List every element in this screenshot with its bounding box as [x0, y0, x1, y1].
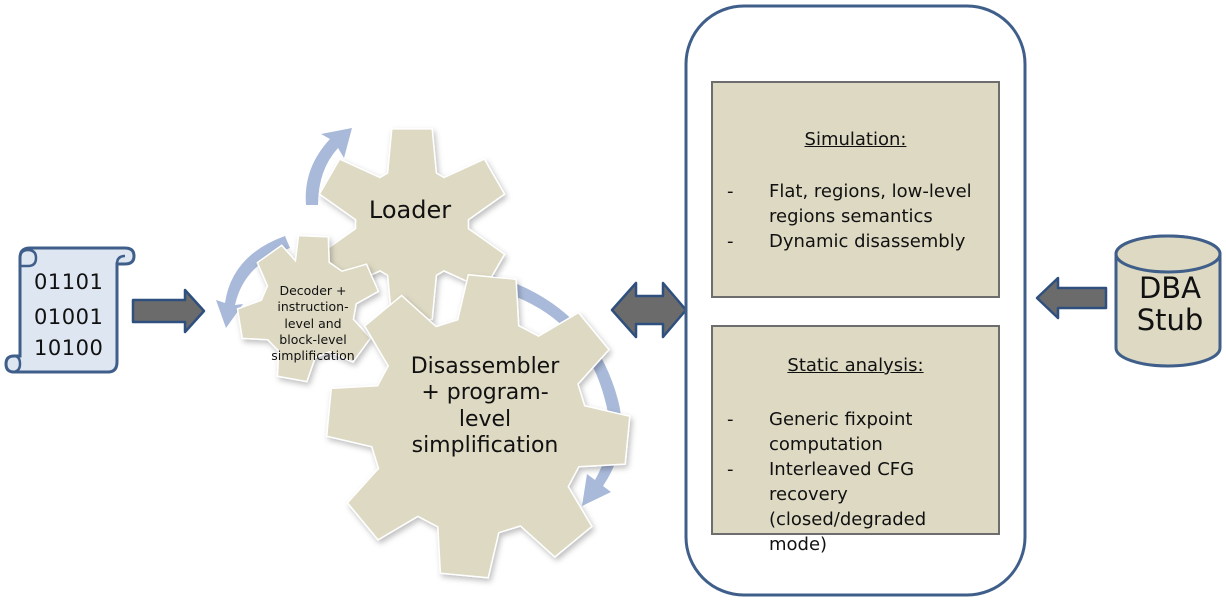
loader-label: Loader: [368, 196, 452, 224]
decoder-label-line: Decoder +: [279, 283, 347, 298]
binary-scroll-icon: [4, 246, 136, 374]
static-analysis-title: Static analysis:: [787, 355, 924, 376]
decoder-label-line: level and: [284, 315, 342, 331]
disassembler-label-line: simplification: [411, 433, 559, 459]
disassembler-label: Disassembler + program- level simplifica…: [380, 354, 590, 460]
simulation-item-text: Flat, regions, low-level regions semanti…: [769, 181, 972, 227]
binary-line-2: 01001: [34, 305, 104, 329]
cycle-arrow-left: [216, 236, 290, 328]
simulation-list: - Flat, regions, low-level regions seman…: [713, 179, 998, 254]
bullet-dash: -: [727, 231, 734, 252]
dba-stub-line: Stub: [1136, 303, 1204, 338]
decoder-label: Decoder + instruction- level and block-l…: [240, 283, 386, 364]
static-analysis-list: - Generic fixpoint computation - Interle…: [713, 407, 998, 557]
static-analysis-item: - Interleaved CFG recovery (closed/degra…: [713, 457, 998, 557]
disassembler-gear-icon: [325, 273, 631, 579]
disassembler-label-line: Disassembler: [410, 354, 560, 379]
input-arrow: [131, 288, 206, 334]
dba-stub-line: DBA: [1138, 271, 1202, 305]
simulation-title: Simulation:: [804, 129, 907, 150]
binary-line-1: 01101: [34, 270, 104, 294]
decoder-label-line: simplification: [271, 348, 355, 363]
static-analysis-item: - Generic fixpoint computation: [713, 407, 998, 457]
cycle-arrow-top: [305, 128, 352, 205]
dba-arrow: [1035, 276, 1108, 320]
bullet-dash: -: [727, 459, 734, 480]
disassembler-label-line: + program-: [421, 380, 549, 406]
database-icon: [1114, 234, 1222, 368]
static-analysis-panel: Static analysis: - Generic fixpoint comp…: [711, 325, 1000, 555]
simulation-item: - Dynamic disassembly: [713, 229, 998, 254]
decoder-gear-icon: [236, 234, 380, 383]
binary-line-3: 10100: [34, 336, 104, 360]
decoder-label-line: block-level: [279, 331, 347, 347]
simulation-panel: Simulation: - Flat, regions, low-level r…: [711, 81, 1000, 298]
simulation-item-text: Dynamic disassembly: [769, 231, 966, 252]
disassembler-label-line: level: [458, 406, 512, 432]
dba-stub-label: DBA Stub: [1120, 272, 1220, 337]
static-analysis-item-text: Interleaved CFG recovery (closed/degrade…: [769, 459, 927, 555]
bullet-dash: -: [727, 409, 734, 430]
bidirectional-arrow: [610, 281, 688, 339]
static-analysis-item-text: Generic fixpoint computation: [769, 409, 913, 455]
simulation-item: - Flat, regions, low-level regions seman…: [713, 179, 998, 229]
bullet-dash: -: [727, 181, 734, 202]
decoder-label-line: instruction-: [277, 299, 349, 315]
